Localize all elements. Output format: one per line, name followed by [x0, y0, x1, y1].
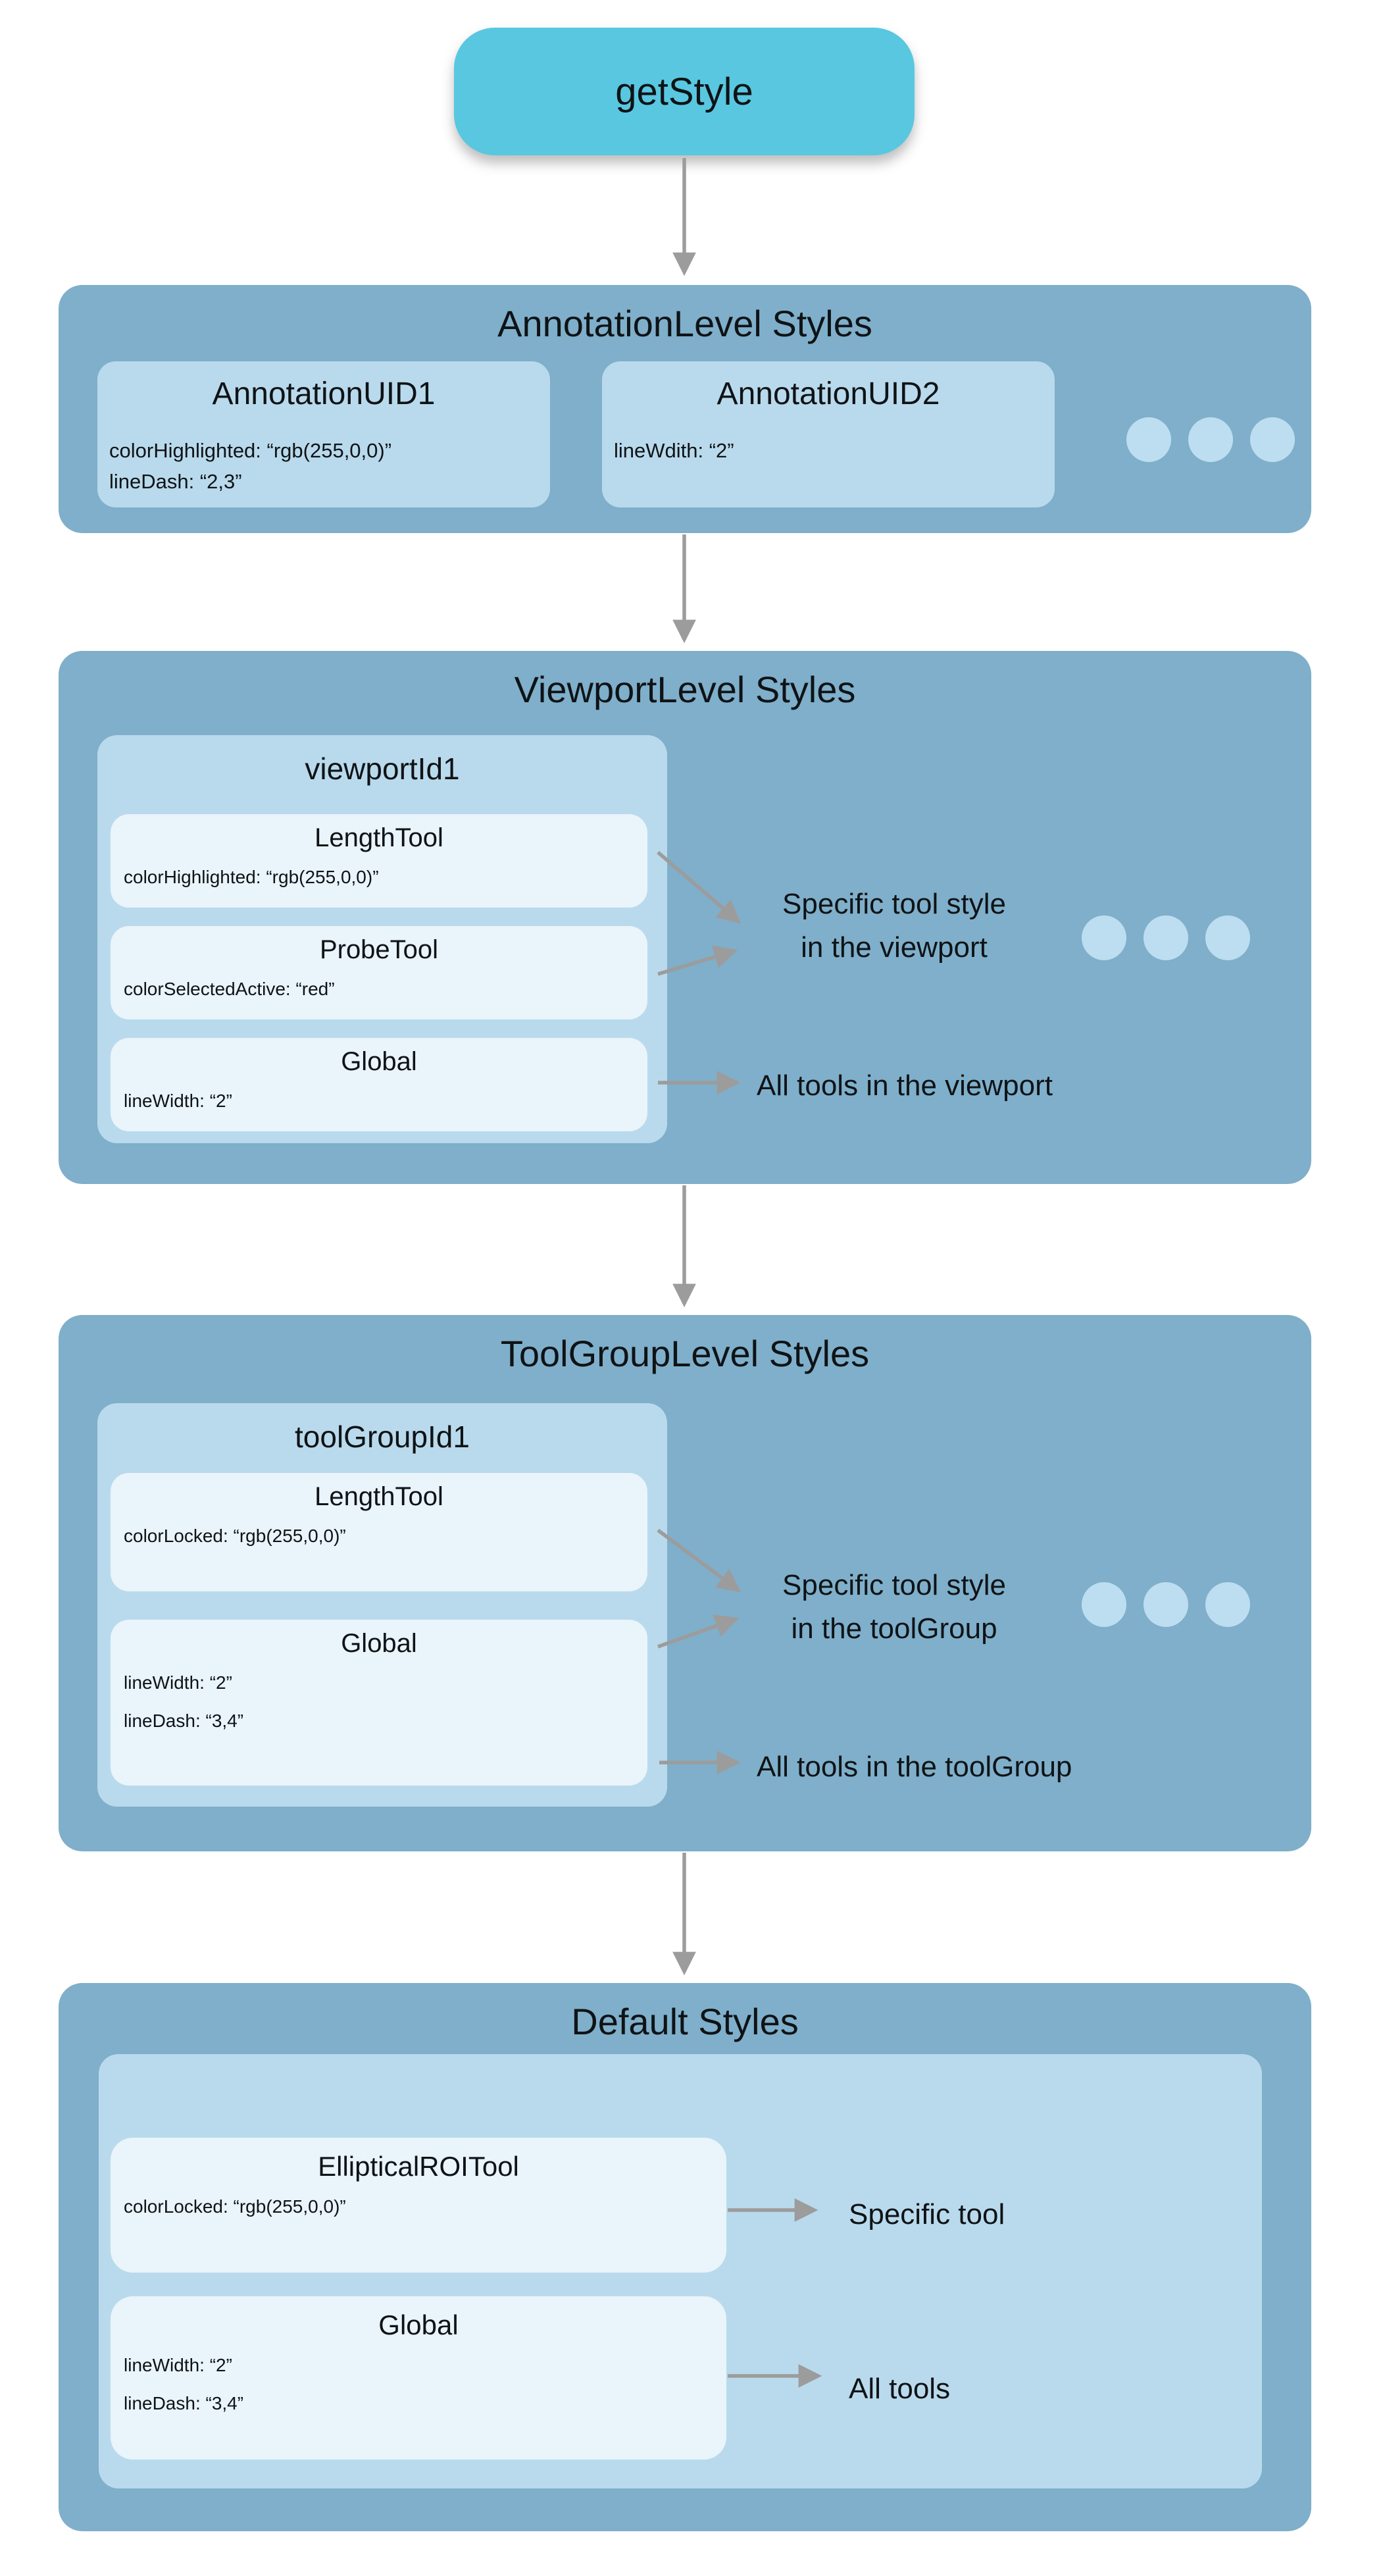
elliptical-roi-tool-props: colorLocked: “rgb(255,0,0)”: [111, 2182, 726, 2221]
prop-color-selected-active: colorSelectedActive: “red”: [124, 979, 335, 999]
prop-color-highlighted: colorHighlighted: “rgb(255,0,0)”: [109, 439, 392, 462]
toolgroup-length-tool-card: LengthTool colorLocked: “rgb(255,0,0)”: [111, 1473, 647, 1591]
probe-tool-title: ProbeTool: [319, 935, 439, 964]
prop-line-width: lineWidth: “2”: [124, 2355, 232, 2375]
default-global-card: Global lineWidth: “2” lineDash: “3,4”: [111, 2296, 726, 2460]
ellipsis-dot: [1250, 417, 1295, 462]
toolgroup-id1-title: toolGroupId1: [295, 1420, 470, 1454]
default-all-label: All tools: [849, 2373, 951, 2405]
prop-color-locked: colorLocked: “rgb(255,0,0)”: [124, 2196, 346, 2217]
prop-line-dash: lineDash: “2,3”: [109, 469, 242, 493]
ellipsis-dots: [1082, 915, 1250, 960]
prop-line-width: lineWdith: “2”: [614, 439, 734, 462]
viewport-id1-title: viewportId1: [305, 752, 460, 786]
global-props: lineWidth: “2”: [111, 1077, 647, 1115]
annotation-uid2-title: AnnotationUID2: [717, 376, 940, 411]
global-props: lineWidth: “2” lineDash: “3,4”: [111, 1659, 647, 1735]
viewport-level-title: ViewportLevel Styles: [514, 669, 856, 710]
getstyle-node: getStyle: [454, 28, 915, 155]
prop-line-dash: lineDash: “3,4”: [124, 2393, 244, 2413]
length-tool-title: LengthTool: [314, 1482, 443, 1511]
prop-line-width: lineWidth: “2”: [124, 1091, 232, 1111]
annotation-uid1-card: AnnotationUID1 colorHighlighted: “rgb(25…: [97, 361, 550, 507]
annotation-level-title: AnnotationLevel Styles: [497, 303, 872, 344]
annotation-level-section: AnnotationLevel Styles AnnotationUID1 co…: [59, 285, 1311, 533]
viewport-specific-label: Specific tool style in the viewport: [782, 888, 1006, 964]
prop-color-highlighted: colorHighlighted: “rgb(255,0,0)”: [124, 867, 379, 887]
ellipsis-dot: [1144, 1582, 1188, 1627]
ellipsis-dot: [1205, 1582, 1250, 1627]
toolgroup-specific-label: Specific tool style in the toolGroup: [782, 1569, 1006, 1645]
annotation-uid1-title: AnnotationUID1: [212, 376, 436, 411]
annotation-uid1-props: colorHighlighted: “rgb(255,0,0)” lineDas…: [97, 412, 550, 497]
viewport-probe-tool-card: ProbeTool colorSelectedActive: “red”: [111, 926, 647, 1019]
ellipsis-dot: [1126, 417, 1171, 462]
viewport-id1-group: viewportId1 LengthTool colorHighlighted:…: [97, 735, 667, 1143]
toolgroup-global-card: Global lineWidth: “2” lineDash: “3,4”: [111, 1620, 647, 1786]
annotation-uid2-card: AnnotationUID2 lineWdith: “2”: [602, 361, 1055, 507]
toolgroup-all-label: All tools in the toolGroup: [757, 1751, 1072, 1783]
getstyle-node-label: getStyle: [615, 70, 753, 113]
viewport-length-tool-card: LengthTool colorHighlighted: “rgb(255,0,…: [111, 814, 647, 908]
ellipsis-dot: [1144, 915, 1188, 960]
length-tool-props: colorHighlighted: “rgb(255,0,0)”: [111, 853, 647, 891]
prop-line-width: lineWidth: “2”: [124, 1672, 232, 1693]
toolgroup-id1-group: toolGroupId1 LengthTool colorLocked: “rg…: [97, 1403, 667, 1807]
default-group: EllipticalROITool colorLocked: “rgb(255,…: [99, 2054, 1262, 2488]
ellipsis-dot: [1205, 915, 1250, 960]
global-title: Global: [378, 2309, 459, 2340]
prop-color-locked: colorLocked: “rgb(255,0,0)”: [124, 1526, 346, 1546]
default-level-section: Default Styles EllipticalROITool colorLo…: [59, 1983, 1311, 2531]
viewport-global-card: Global lineWidth: “2”: [111, 1038, 647, 1131]
viewport-all-label: All tools in the viewport: [757, 1069, 1053, 1102]
annotation-uid2-props: lineWdith: “2”: [602, 412, 1055, 467]
toolgroup-level-title: ToolGroupLevel Styles: [500, 1333, 870, 1374]
ellipsis-dots: [1082, 1582, 1250, 1627]
ellipsis-dot: [1188, 417, 1233, 462]
global-title: Global: [341, 1047, 417, 1076]
length-tool-title: LengthTool: [314, 823, 443, 852]
elliptical-roi-tool-title: EllipticalROITool: [318, 2151, 519, 2182]
toolgroup-level-section: ToolGroupLevel Styles toolGroupId1 Lengt…: [59, 1315, 1311, 1851]
default-specific-label: Specific tool: [849, 2198, 1005, 2230]
default-level-title: Default Styles: [571, 2001, 799, 2042]
prop-line-dash: lineDash: “3,4”: [124, 1711, 244, 1731]
probe-tool-props: colorSelectedActive: “red”: [111, 965, 647, 1003]
global-props: lineWidth: “2” lineDash: “3,4”: [111, 2341, 726, 2417]
elliptical-roi-tool-card: EllipticalROITool colorLocked: “rgb(255,…: [111, 2138, 726, 2273]
ellipsis-dot: [1082, 915, 1126, 960]
viewport-level-section: ViewportLevel Styles viewportId1 LengthT…: [59, 651, 1311, 1184]
ellipsis-dot: [1082, 1582, 1126, 1627]
ellipsis-dots: [1126, 417, 1295, 462]
global-title: Global: [341, 1629, 417, 1658]
length-tool-props: colorLocked: “rgb(255,0,0)”: [111, 1512, 647, 1550]
